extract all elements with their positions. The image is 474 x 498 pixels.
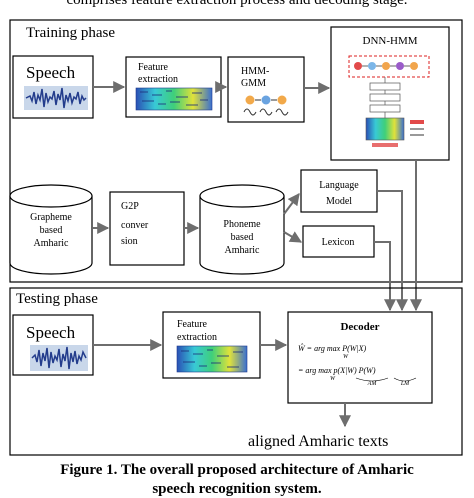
training-speech-label: Speech [26, 63, 76, 82]
training-spectrogram-icon [135, 87, 213, 111]
arrow-lm-to-decoder [377, 190, 408, 312]
decoder-lm-label: LM [400, 381, 410, 387]
arrow-lexicon-to-decoder [374, 241, 396, 312]
hmm-label-2: GMM [241, 78, 266, 89]
training-feature-label-1: Feature [138, 62, 169, 73]
testing-speech-waveform-icon [30, 345, 88, 371]
phoneme-label-1: Phoneme [223, 219, 261, 230]
g2p-label-3: sion [121, 236, 138, 247]
decoder-equation-1-sub: W [343, 354, 349, 360]
grapheme-label-3: Amharic [34, 238, 70, 249]
training-phase-frame [9, 19, 463, 283]
testing-phase-title: Testing phase [16, 291, 98, 307]
g2p-conversion-box [109, 191, 185, 266]
language-model-label-1: Language [319, 180, 359, 191]
g2p-label-2: conver [121, 220, 149, 231]
g2p-label-1: G2P [121, 201, 139, 212]
grapheme-label-1: Grapheme [30, 212, 72, 223]
training-feature-label-2: extraction [138, 74, 178, 85]
decoder-equation-2: = arg max p(X|W) P(W) [298, 366, 376, 375]
grapheme-database-cylinder [9, 184, 93, 275]
testing-feature-label-1: Feature [177, 319, 208, 330]
testing-speech-label: Speech [26, 323, 76, 342]
language-model-label-2: Model [326, 196, 352, 207]
output-text: aligned Amharic texts [248, 433, 388, 450]
training-phase-title: Training phase [26, 25, 115, 41]
decoder-underbraces [355, 377, 417, 382]
header-text: comprises feature extraction process and… [66, 0, 407, 8]
dnn-network-icon [348, 55, 430, 147]
arrow-phoneme-to-lm [283, 193, 300, 215]
testing-spectrogram-icon [176, 345, 248, 373]
figure-caption-line-2: speech recognition system. [152, 481, 322, 497]
dnn-hmm-label: DNN-HMM [363, 35, 418, 47]
hmm-states-icon [243, 95, 289, 116]
arrow-phoneme-to-lexicon [283, 231, 303, 243]
lexicon-label: Lexicon [322, 237, 355, 248]
training-speech-waveform-icon [24, 86, 88, 110]
testing-feature-label-2: extraction [177, 332, 217, 343]
phoneme-label-2: based [231, 232, 254, 243]
decoder-equation-1: Ŵ = arg max P(W|X) [298, 343, 367, 353]
decoder-box [287, 311, 433, 404]
figure-caption-line-1: Figure 1. The overall proposed architect… [60, 462, 414, 478]
decoder-equation-2-sub: W [330, 376, 336, 382]
language-model-box [300, 169, 378, 213]
hmm-label-1: HMM- [241, 66, 269, 77]
decoder-title: Decoder [340, 321, 379, 333]
decoder-am-label: AM [367, 381, 378, 387]
testing-phase-frame [9, 287, 463, 456]
phoneme-database-cylinder [199, 184, 285, 275]
lexicon-box [302, 225, 375, 258]
grapheme-label-2: based [40, 225, 63, 236]
phoneme-label-3: Amharic [225, 245, 261, 256]
